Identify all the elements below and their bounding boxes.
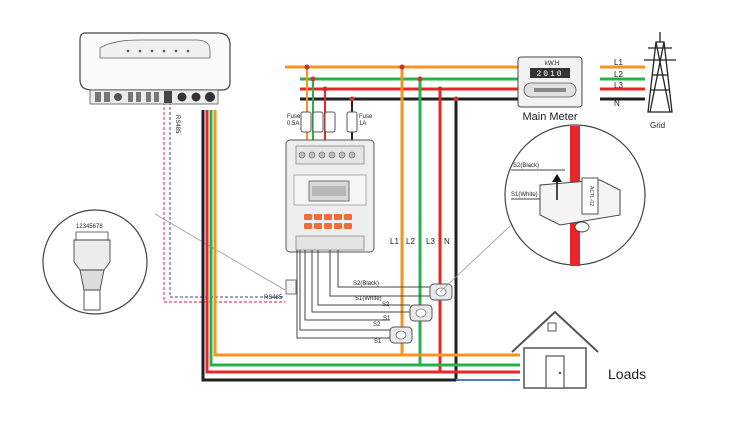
loads-label: Loads	[608, 366, 646, 382]
fuse-left: Fuse 0.5A	[287, 111, 336, 133]
ct-label-s2-black: S2(Black)	[353, 281, 379, 287]
vline-label-l2: L2	[406, 237, 415, 246]
inverter-cables	[201, 110, 520, 382]
ct-label-s2-b: S2	[373, 322, 381, 328]
fuse-right-rating: 1A	[359, 121, 366, 127]
meter-buttons	[304, 214, 352, 229]
grid-label-l3: L3	[614, 81, 623, 90]
ct-zoom-s1-label: S1(White)	[511, 192, 538, 198]
ct-clamp-l3	[429, 283, 453, 301]
main-meter: kW.H 2010 Main Meter	[517, 56, 583, 123]
main-meter-unit: kW.H	[545, 61, 559, 67]
meter-terminals-top	[298, 151, 356, 159]
ct-label-s1: S1	[383, 316, 391, 322]
ct-label-s1-white: S1(White)	[355, 296, 382, 302]
ct-label-s1-b: S1	[374, 339, 382, 345]
fuse-right-title: Fuse	[359, 114, 373, 120]
arrow-up-icon	[552, 174, 562, 200]
grid-pylon-icon	[644, 32, 676, 113]
inverter-connectors	[95, 91, 215, 103]
grid-bus	[285, 65, 645, 101]
fuse-left-rating: 0.5A	[287, 121, 299, 127]
inverter-rs485-label: RS485	[174, 115, 180, 134]
rs485-cable	[154, 102, 286, 303]
meter-sense-wires	[304, 64, 459, 148]
rs485-terminal: RS485	[264, 279, 297, 301]
grid-label-n: N	[614, 99, 620, 108]
grid-label-l2: L2	[614, 70, 623, 79]
fuse-left-title: Fuse	[287, 114, 301, 120]
fuse-right: Fuse 1A	[346, 111, 373, 133]
ct-zoom: S2(Black) S1(White) ACTL-02	[439, 124, 646, 293]
din-rail-energy-meter	[285, 139, 375, 253]
vline-label-n: N	[444, 237, 450, 246]
inverter-led-row	[126, 49, 190, 53]
ct-wires	[296, 250, 430, 339]
rj45-pin-numbers: 12345678	[76, 224, 103, 230]
house-icon	[511, 310, 599, 389]
ct-zoom-s2-label: S2(Black)	[513, 163, 539, 169]
main-meter-label: Main Meter	[522, 111, 577, 123]
vline-label-l1: L1	[390, 237, 399, 246]
grid-label: Grid	[650, 121, 665, 130]
inverter: RS485	[79, 32, 231, 134]
ct-clamp-l2	[409, 304, 433, 322]
grid-label-l1: L1	[614, 58, 623, 67]
main-meter-reading: 2010	[536, 70, 563, 79]
ct-clamp-l1	[389, 326, 413, 344]
ct-label-s2: S2	[382, 302, 390, 308]
rj45-zoom: 12345678	[42, 209, 148, 315]
ct-zoom-model-text: ACTL-02	[588, 186, 594, 206]
rs485-label: RS485	[264, 295, 283, 301]
vline-label-l3: L3	[426, 237, 435, 246]
